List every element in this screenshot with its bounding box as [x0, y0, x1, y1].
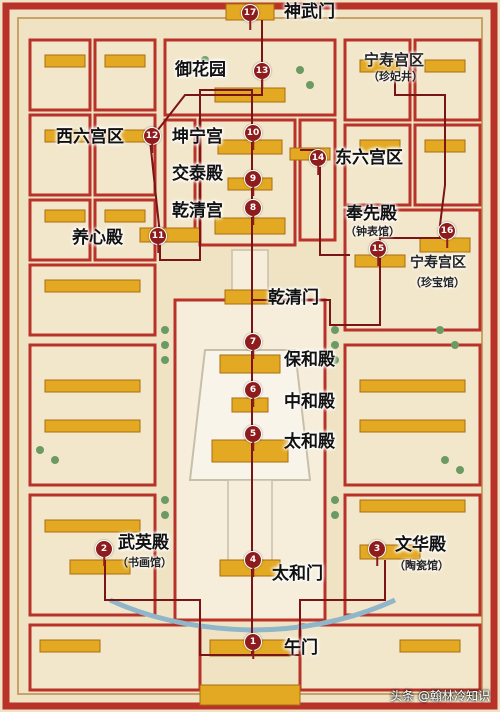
label-wumen: 午门: [284, 638, 318, 658]
marker-16[interactable]: 16: [438, 222, 456, 240]
marker-3[interactable]: 3: [368, 540, 386, 558]
label-fengxiandian: 奉先殿: [346, 204, 397, 224]
tour-route: [104, 20, 446, 656]
marker-6[interactable]: 6: [244, 381, 262, 399]
marker-12[interactable]: 12: [143, 127, 161, 145]
marker-14[interactable]: 14: [309, 149, 327, 167]
trees: [36, 56, 464, 519]
label-wenhuadian: 文华殿: [395, 535, 446, 555]
marker-8[interactable]: 8: [244, 199, 262, 217]
label-xiliugong: 西六宫区: [56, 127, 124, 147]
marker-7[interactable]: 7: [244, 333, 262, 351]
label-ningshougong-north: 宁寿宫区: [364, 51, 425, 69]
label-shenwumen: 神武门: [284, 2, 335, 22]
watermark: 头条 @翰林冷知识: [390, 689, 490, 703]
hall-roofs: [39, 3, 471, 706]
label-kunninggong: 坤宁宫: [172, 127, 223, 147]
label-qianqingmen: 乾清门: [268, 288, 319, 308]
label-zhongbiaoguan: （钟表馆）: [345, 225, 400, 238]
marker-2[interactable]: 2: [95, 540, 113, 558]
marker-1[interactable]: 1: [244, 633, 262, 651]
label-yangxindian: 养心殿: [72, 228, 123, 248]
label-ningshougong-south: 宁寿宫区: [410, 255, 466, 271]
marker-13[interactable]: 13: [253, 62, 271, 80]
label-zhenfeijing: （珍妃井）: [368, 70, 423, 83]
label-wuyingdian: 武英殿: [118, 533, 169, 553]
marker-10[interactable]: 10: [244, 124, 262, 142]
label-taihemen: 太和门: [272, 564, 323, 584]
marker-4[interactable]: 4: [244, 551, 262, 569]
marker-17[interactable]: 17: [241, 4, 259, 22]
marker-11[interactable]: 11: [149, 227, 167, 245]
label-taihedian: 太和殿: [284, 432, 335, 452]
label-shuhuaguan: （书画馆）: [117, 556, 172, 569]
marker-5[interactable]: 5: [244, 425, 262, 443]
label-zhonghedian: 中和殿: [284, 392, 335, 412]
label-zhenbaoguan: （珍宝馆）: [410, 276, 465, 289]
label-taociguan: （陶瓷馆）: [394, 559, 449, 572]
label-dongliugong: 东六宫区: [335, 148, 403, 168]
label-jiaotaidian: 交泰殿: [172, 164, 223, 184]
marker-9[interactable]: 9: [244, 170, 262, 188]
label-baohedian: 保和殿: [284, 350, 335, 370]
label-qianqinggong: 乾清宫: [172, 201, 223, 221]
label-yuhuayuan: 御花园: [175, 60, 226, 80]
marker-15[interactable]: 15: [369, 240, 387, 258]
